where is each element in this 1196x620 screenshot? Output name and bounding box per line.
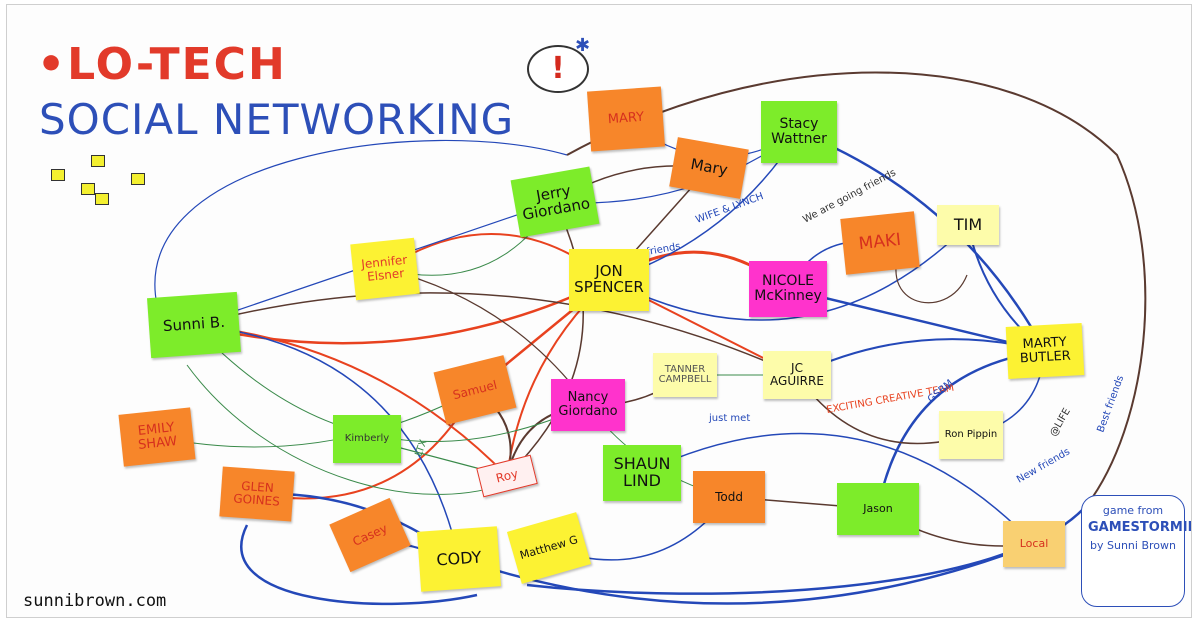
credit-line-2: GAMESTORMIN bbox=[1088, 520, 1192, 536]
sticky-note-icon bbox=[81, 183, 95, 195]
outer-loop-1 bbox=[566, 71, 1147, 506]
footer-url: sunnibrown.com bbox=[23, 591, 167, 611]
sticky-note-icon bbox=[95, 193, 109, 205]
node-local: Local bbox=[1003, 521, 1065, 567]
connection-jon-sunni bbox=[192, 278, 611, 345]
connection-jerry-roy bbox=[506, 201, 584, 477]
node-tim: TIM bbox=[937, 205, 999, 245]
star-icon: ✱ bbox=[575, 35, 591, 56]
sticky-note-icon bbox=[131, 173, 145, 185]
node-kimberly: Kimberly bbox=[333, 415, 401, 463]
connection-sunni-jc bbox=[193, 292, 798, 376]
sticky-note-icon bbox=[91, 155, 105, 167]
connection-emily-samuel bbox=[156, 389, 476, 448]
sticky-note-icon bbox=[51, 169, 65, 181]
node-ron: Ron Pippin bbox=[939, 411, 1003, 459]
edge-label-life: @LIFE bbox=[1048, 407, 1073, 439]
credit-line-3: by Sunni Brown bbox=[1090, 538, 1176, 552]
exclamation-bubble: ! bbox=[527, 45, 589, 93]
node-nicole: NICOLE McKinney bbox=[749, 261, 827, 317]
node-nancy: Nancy Giordano bbox=[551, 379, 625, 431]
edge-label-newfriends: New friends bbox=[1015, 446, 1072, 485]
node-tanner: TANNER CAMPBELL bbox=[653, 353, 717, 397]
outer-loop-3 bbox=[240, 524, 478, 606]
node-marty: MARTY BUTLER bbox=[1005, 323, 1085, 379]
node-jason: Jason bbox=[837, 483, 919, 535]
node-stacy: Stacy Wattner bbox=[761, 101, 837, 163]
edge-label-bestfriends: Best friends bbox=[1095, 374, 1126, 434]
node-shaun: SHAUN LIND bbox=[603, 445, 681, 501]
credit-box: game from GAMESTORMIN by Sunni Brown bbox=[1081, 495, 1192, 607]
node-glen: GLEN GOINES bbox=[219, 466, 295, 522]
node-jennifer: Jennifer Elsner bbox=[350, 237, 420, 301]
node-sunni: Sunni B. bbox=[147, 291, 241, 359]
connection-stacy-marty bbox=[797, 130, 1047, 353]
connection-cody-local bbox=[457, 542, 1036, 605]
title-line-1: •LO-TECH bbox=[37, 39, 287, 90]
node-mary-1: MARY bbox=[586, 86, 666, 152]
node-jon: JON SPENCER bbox=[569, 249, 649, 311]
node-maki: MAKI bbox=[840, 211, 920, 275]
node-todd: Todd bbox=[693, 471, 765, 523]
edge-label-justmet: just met bbox=[708, 413, 750, 424]
node-jc: JC AGUIRRE bbox=[763, 351, 831, 399]
node-cody: CODY bbox=[417, 526, 501, 592]
credit-line-1: game from bbox=[1102, 504, 1164, 517]
outer-loop-0 bbox=[154, 139, 568, 306]
connection-shaun-local bbox=[641, 432, 1035, 545]
connection-sunni-cody bbox=[193, 324, 460, 560]
node-emily: EMILY SHAW bbox=[118, 407, 196, 467]
title-line-2: SOCIAL NETWORKING bbox=[39, 95, 515, 144]
